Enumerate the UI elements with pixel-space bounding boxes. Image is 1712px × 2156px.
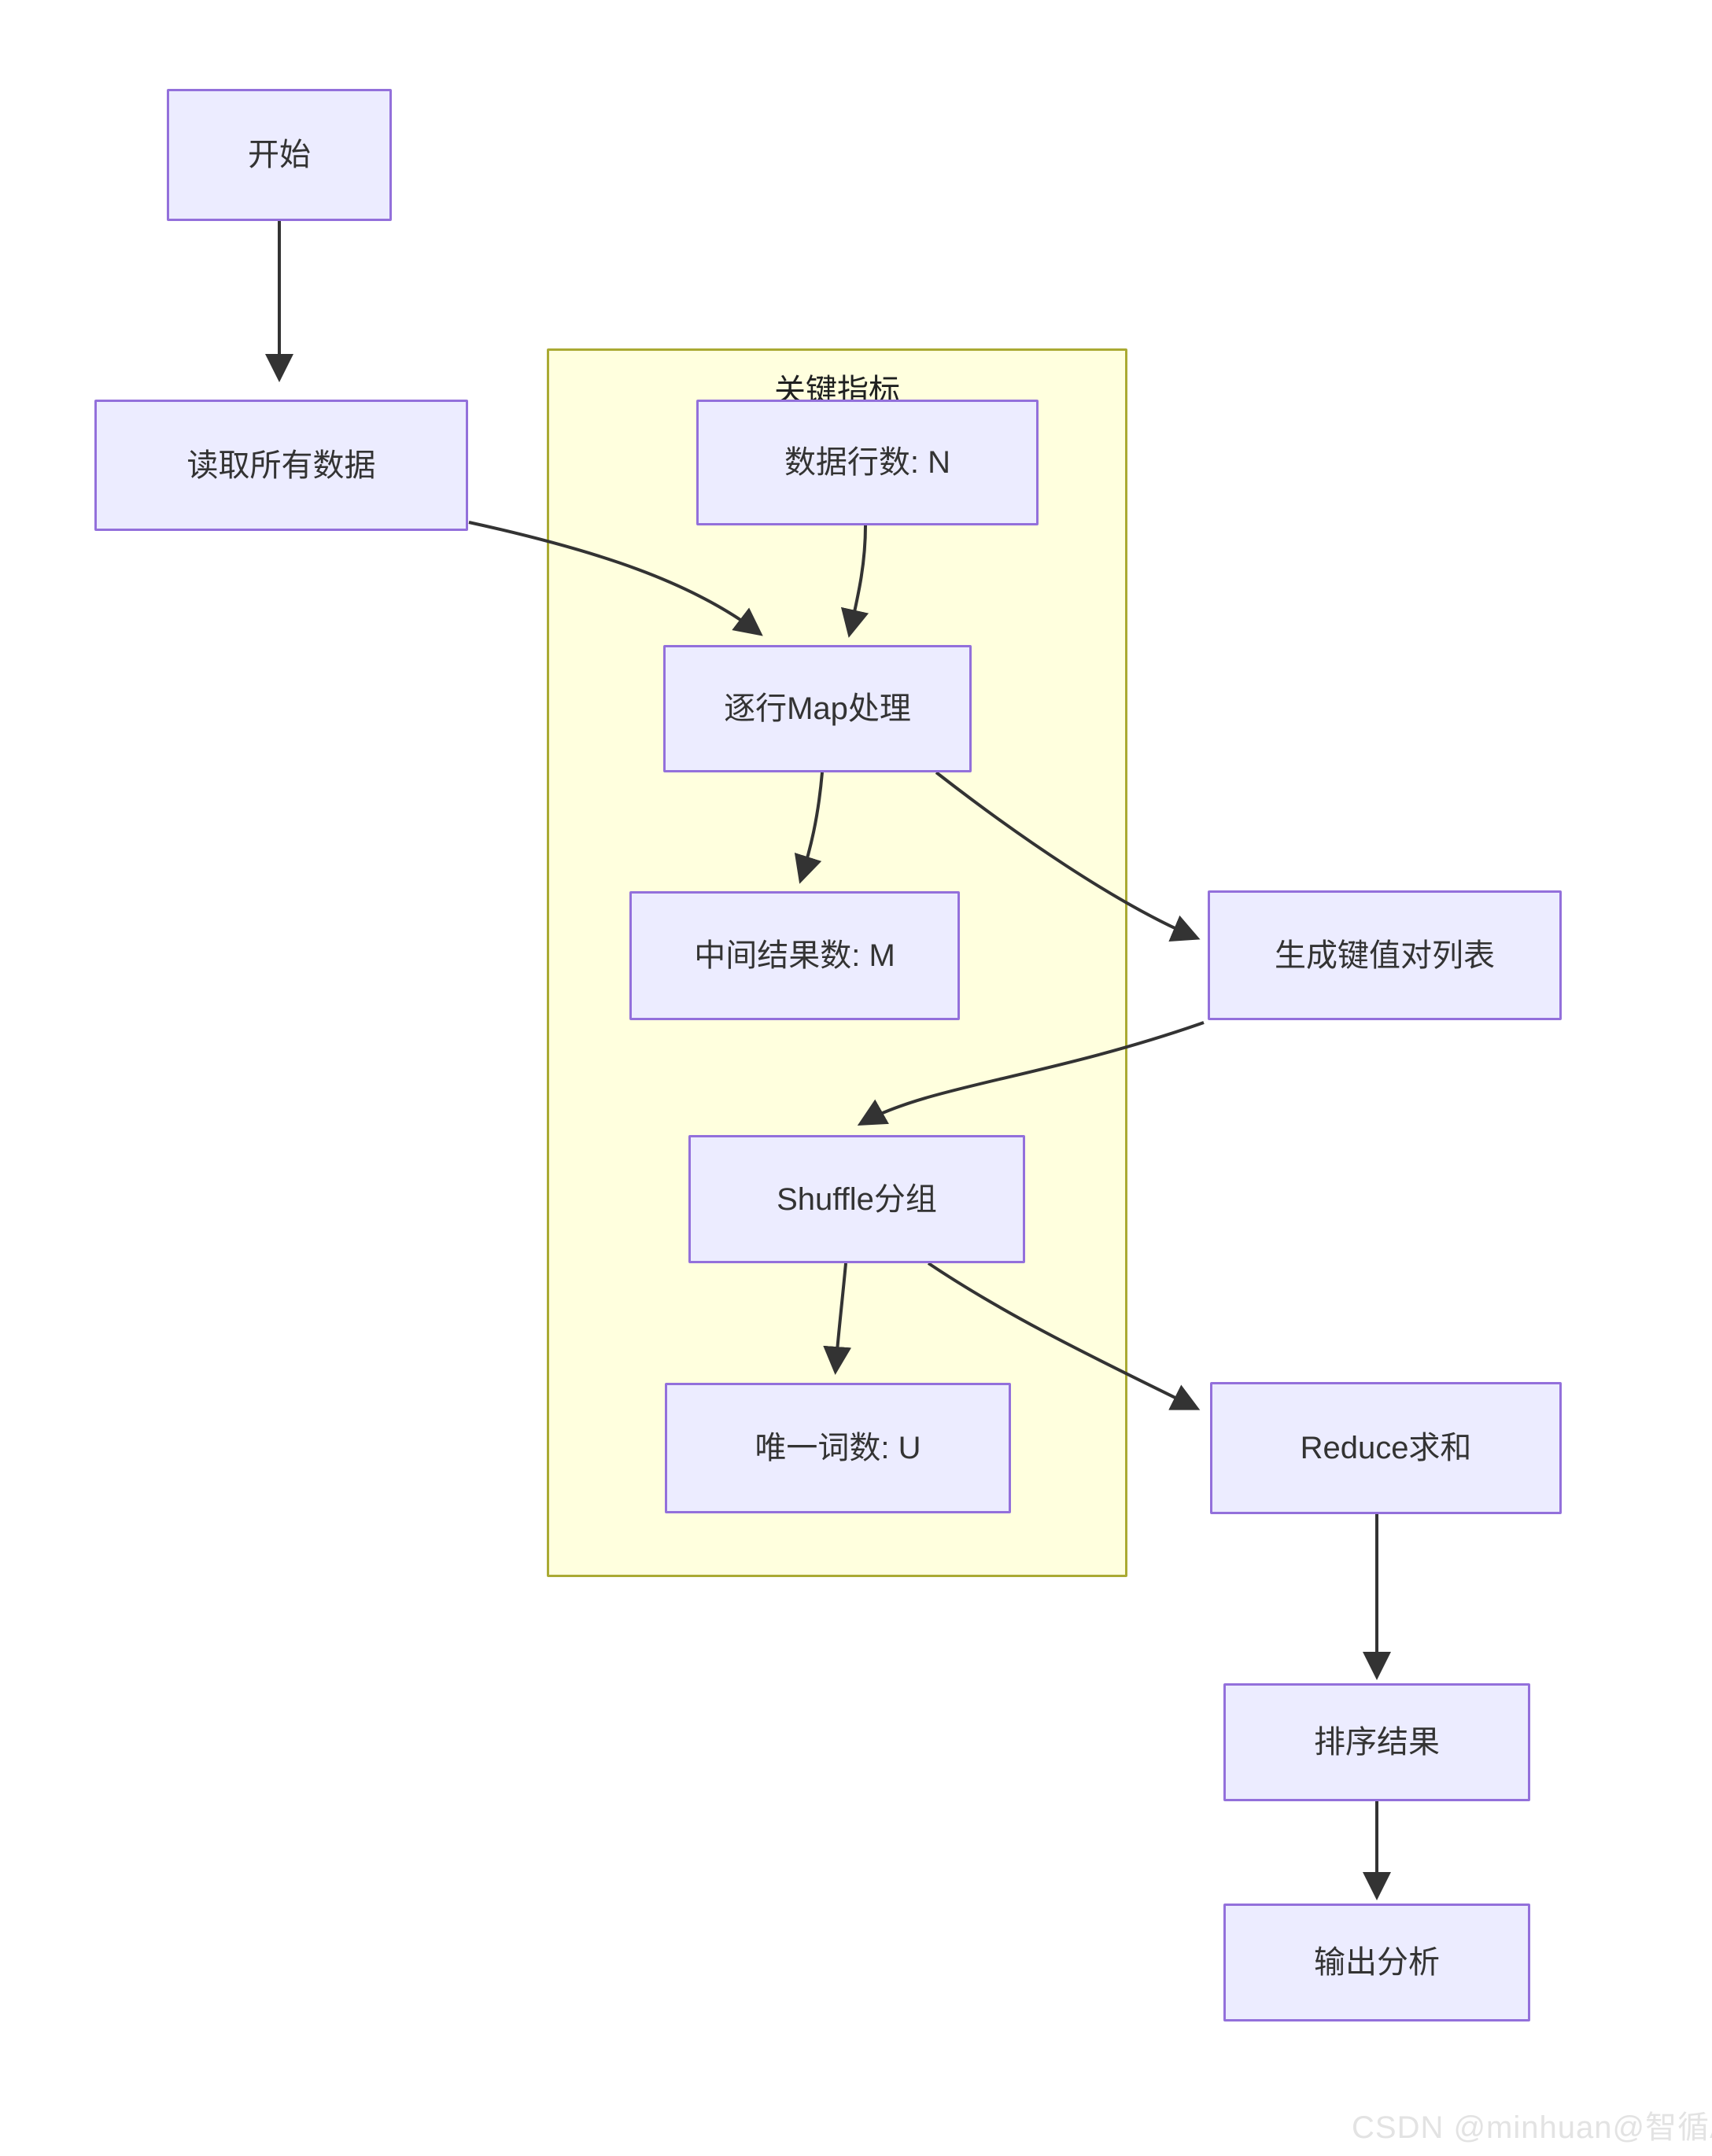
node-reduce[interactable]: Reduce求和 — [1210, 1382, 1562, 1514]
node-label-output: 输出分析 — [1314, 1945, 1440, 1980]
node-kvlist[interactable]: 生成键值对列表 — [1208, 890, 1562, 1020]
node-sort[interactable]: 排序结果 — [1223, 1683, 1530, 1801]
node-shuffle[interactable]: Shuffle分组 — [688, 1135, 1025, 1263]
node-label-kvlist: 生成键值对列表 — [1275, 938, 1495, 973]
node-label-start: 开始 — [248, 138, 311, 172]
node-label-shuffle: Shuffle分组 — [777, 1181, 937, 1217]
node-label-mid: 中间结果数: M — [694, 938, 895, 973]
node-output[interactable]: 输出分析 — [1223, 1904, 1530, 2021]
node-unique[interactable]: 唯一词数: U — [665, 1383, 1011, 1513]
node-label-rows: 数据行数: N — [784, 445, 951, 480]
watermark: CSDN @minhuan@智循AI — [1352, 2110, 1712, 2145]
node-rows[interactable]: 数据行数: N — [696, 400, 1039, 525]
node-label-reduce: Reduce求和 — [1300, 1431, 1472, 1465]
node-mid[interactable]: 中间结果数: M — [629, 891, 960, 1020]
node-label-map: 逐行Map处理 — [724, 691, 911, 726]
node-start[interactable]: 开始 — [167, 89, 392, 221]
node-map[interactable]: 逐行Map处理 — [663, 645, 972, 772]
node-label-read: 读取所有数据 — [186, 448, 376, 483]
node-label-sort: 排序结果 — [1314, 1725, 1440, 1760]
node-label-unique: 唯一词数: U — [755, 1431, 921, 1465]
node-read[interactable]: 读取所有数据 — [94, 400, 468, 531]
